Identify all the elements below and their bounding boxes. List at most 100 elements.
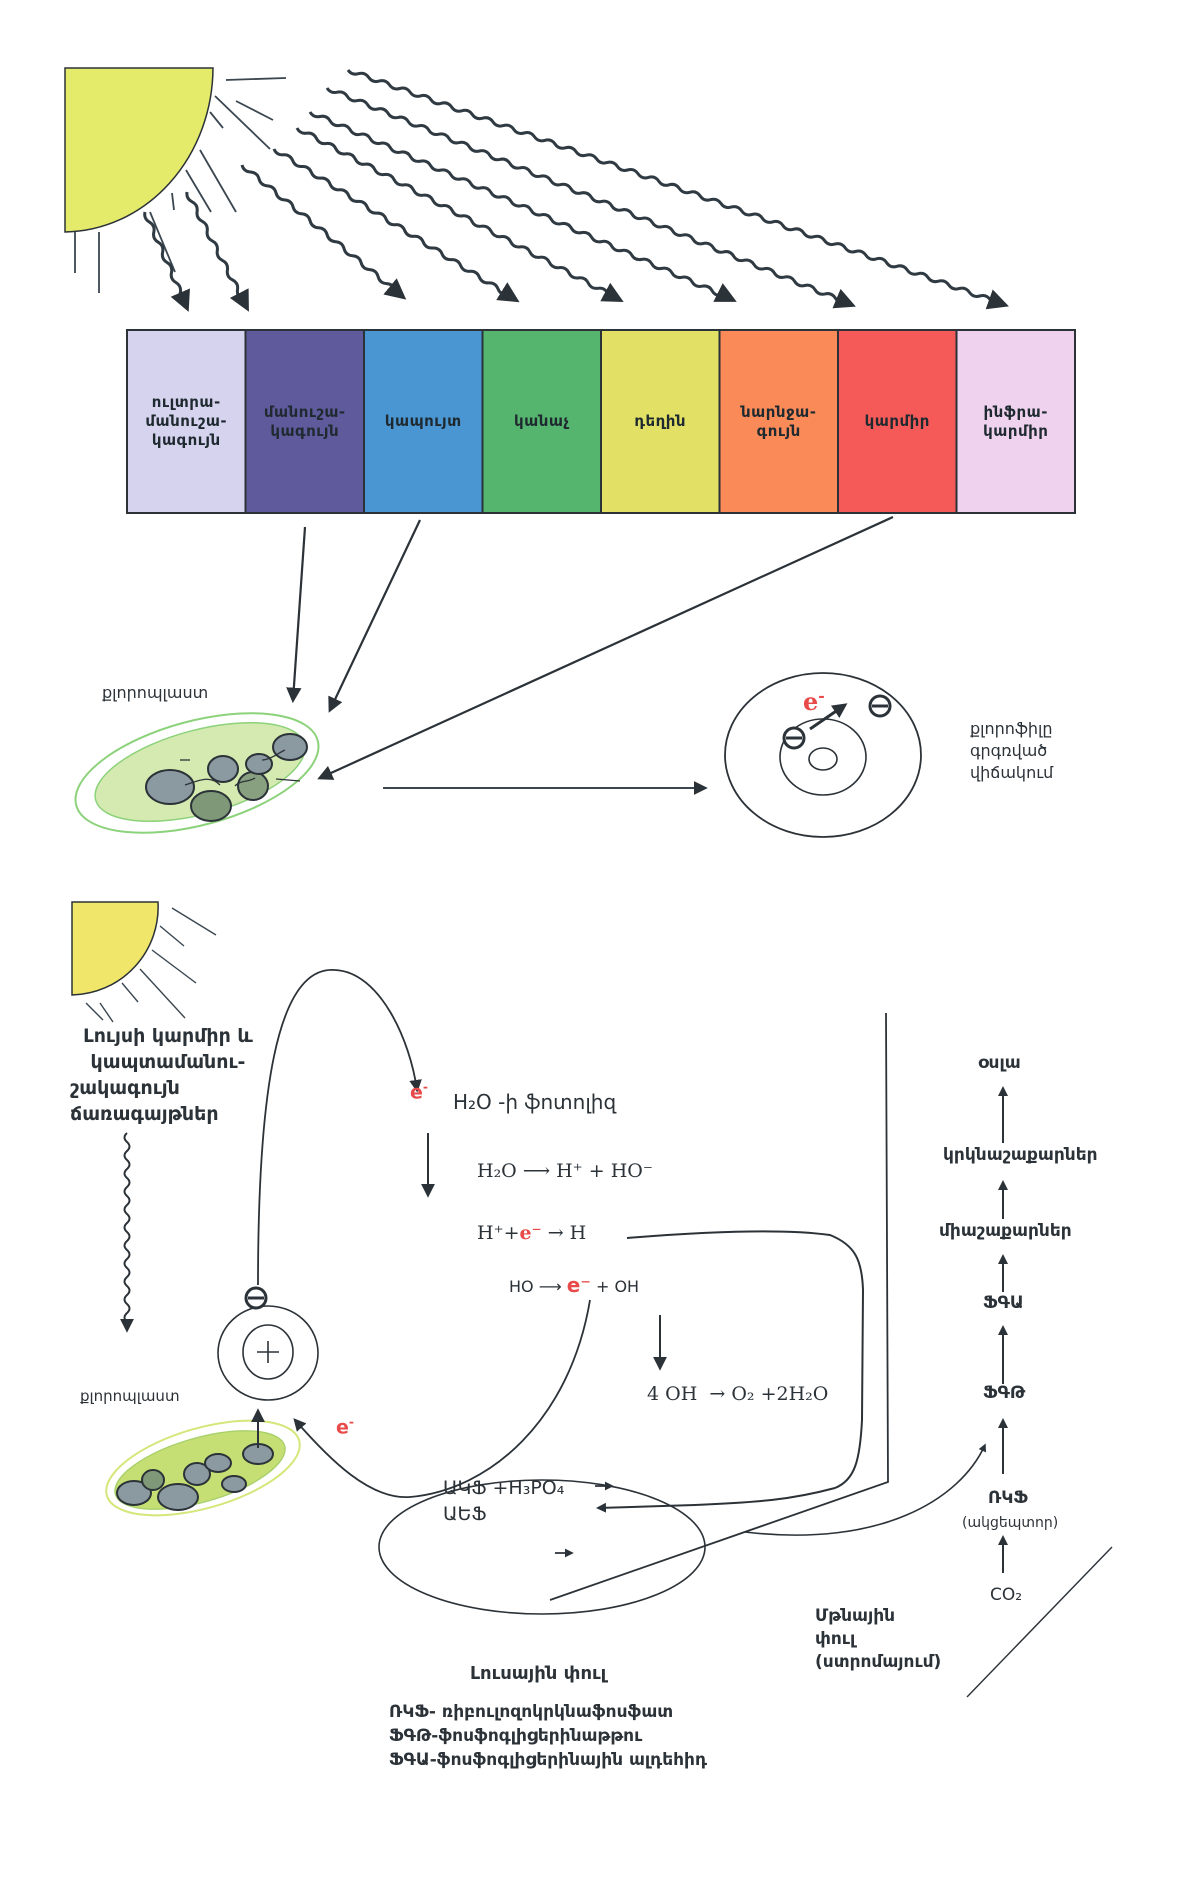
co2-label: CO₂ [990,1585,1023,1605]
atp-synthesis-ellipse [378,1479,706,1615]
spectrum-band [363,329,484,514]
chain-starch: օսլա [978,1053,1021,1073]
chloroplast-label-top: քլորոպլաստ [102,683,209,702]
stroma-divider [966,1546,1113,1698]
sun-icon [64,67,214,233]
light-rays-line: կապտամանու- [90,1051,246,1073]
excited-state-line: գրգռված [970,741,1048,760]
spectrum-band [718,329,839,514]
wavy-light-ray [143,211,190,312]
excited-state-line: վիճակում [970,763,1054,782]
atp-arrows [555,1481,614,1558]
dark-phase-line: փուլ [815,1629,856,1649]
chain-disaccharides: կրկնաշաքարներ [943,1145,1098,1165]
chloroplast-bottom [105,1419,301,1517]
reaction-arrow-icon: ⟶ [538,1277,562,1296]
hydrogen-transfer-path [596,1230,865,1513]
reaction-1-left: H₂O [477,1160,517,1182]
spectrum-band-label: մանուշա-կագույն [263,402,346,440]
reaction-1-right: H⁺ + HO⁻ [556,1160,653,1182]
chain-rubp: ՌԿՖ [988,1488,1028,1508]
reaction-3-left: HO [509,1277,534,1296]
spectrum-band-label: նարնջա-գույն [741,402,817,440]
light-rays-line: Լույսի կարմիր և [83,1025,253,1047]
dark-phase-line: Մթնային [815,1606,896,1626]
chain-pga-acid: ՖԳԹ [983,1383,1026,1403]
spectrum-band [481,329,602,514]
excited-state-line: քլորոֆիլը [970,719,1053,738]
wavy-light-ray-bottom [120,1132,134,1333]
reaction-4: 4 OH → O₂ +2H₂O [647,1383,828,1405]
reaction-2-left: H⁺+ [477,1222,520,1244]
wavy-light-ray [308,111,737,302]
absorption-arrows [286,515,894,780]
light-phase-title: Լուսային փուլ [470,1663,607,1684]
electron-charge: - [818,686,825,705]
legend-item: ՌԿՖ- ռիբուլոզոկրկնաֆոսֆատ [389,1702,674,1722]
atp-to-calvin-arc [744,1443,986,1536]
electron-symbol: e [803,687,819,716]
reaction-4-right: O₂ +2H₂O [731,1383,829,1405]
spectrum-band-label: կանաչ [514,412,570,430]
reaction-arrow-icon: ⟶ [522,1160,551,1182]
excited-chlorophyll-atom [724,672,922,838]
electron-label-top: e- [803,686,825,716]
legend-item: ՖԳԱ-ֆոսֆոգլիցերինային ալդեհիդ [389,1750,707,1770]
electron-return-arc [293,1299,591,1498]
reaction-3-electron: e⁻ [566,1273,591,1297]
photolysis-title: H₂O -ի ֆոտոլիզ [453,1090,617,1114]
spectrum-band [837,329,958,514]
chloroplast-label-bottom: քլորոպլաստ [80,1387,180,1405]
abbreviation-legend: ՌԿՖ- ռիբուլոզոկրկնաֆոսֆատ ՖԳԹ-ֆոսֆոգլիցե… [389,1700,707,1772]
spectrum-band-label: դեղին [634,412,687,430]
phase-divider [549,1012,889,1601]
spectrum-band [126,329,247,514]
chlorophyll-atom [217,1286,319,1401]
light-rays-label: Լույսի կարմիր և կապտամանու- շակագույն ճա… [68,1023,268,1127]
spectrum-band [955,329,1076,514]
reaction-arrow-icon: → [547,1222,564,1244]
wavy-light-ray [185,191,249,312]
sun-icon-bottom [71,901,159,996]
reaction-1: H₂O ⟶ H⁺ + HO⁻ [477,1160,653,1182]
spectrum-band-label: կապույտ [384,412,462,430]
spectrum-band-label: ուլտրա-մանուշա-կագույն [145,393,228,449]
electron-label-1: e- [410,1080,429,1104]
chloroplast-top [74,712,320,834]
reaction-3: HO ⟶ e⁻ + OH [509,1273,639,1297]
reaction-2-right: H [569,1222,587,1244]
atp-product: ԱԵՖ [443,1503,487,1525]
spectrum-band [244,329,365,514]
electron-label-return: e- [336,1415,355,1439]
dark-phase-line: (ստրոմայում) [815,1652,942,1672]
excited-state-label: քլորոֆիլը գրգռված վիճակում [970,718,1053,784]
reaction-arrow-icon: → [709,1383,726,1405]
light-rays-line: շակագույն [70,1077,180,1099]
reaction-3-right: + OH [595,1277,640,1296]
light-rays-line: ճառագայթներ [70,1103,219,1125]
spectrum-band-label: կարմիր [864,412,930,430]
acceptor-note: (ակցեպտոր) [962,1515,1059,1531]
chain-pga-aldehyde: ՖԳԱ [983,1293,1024,1313]
legend-item: ՖԳԹ-ֆոսֆոգլիցերինաթթու [389,1726,643,1746]
spectrum-band-label: ինֆրա-կարմիր [983,402,1049,440]
wavy-light-ray [272,148,520,303]
wavy-light-ray [346,69,1009,310]
atp-reactants: ԱԿՖ +H₃PO₄ [443,1477,565,1499]
electron-transfer-arc [257,969,422,1286]
atp-label: ԱԿՖ +H₃PO₄ ԱԵՖ [443,1475,564,1527]
reaction-2-electron: e⁻ [519,1222,542,1244]
wavy-light-ray [295,127,624,302]
wavy-light-ray [240,164,407,300]
sun-rays-bottom [85,907,217,1023]
light-spectrum-bar [126,329,1076,514]
reaction-4-left: 4 OH [647,1383,698,1405]
wavy-light-ray [325,87,856,309]
spectrum-band [600,329,721,514]
dark-phase-title: Մթնային փուլ (ստրոմայում) [815,1605,941,1674]
chain-monosaccharides: միաշաքարներ [939,1221,1072,1241]
sun-rays-straight [74,77,287,293]
wavy-light-rays [143,69,1009,312]
